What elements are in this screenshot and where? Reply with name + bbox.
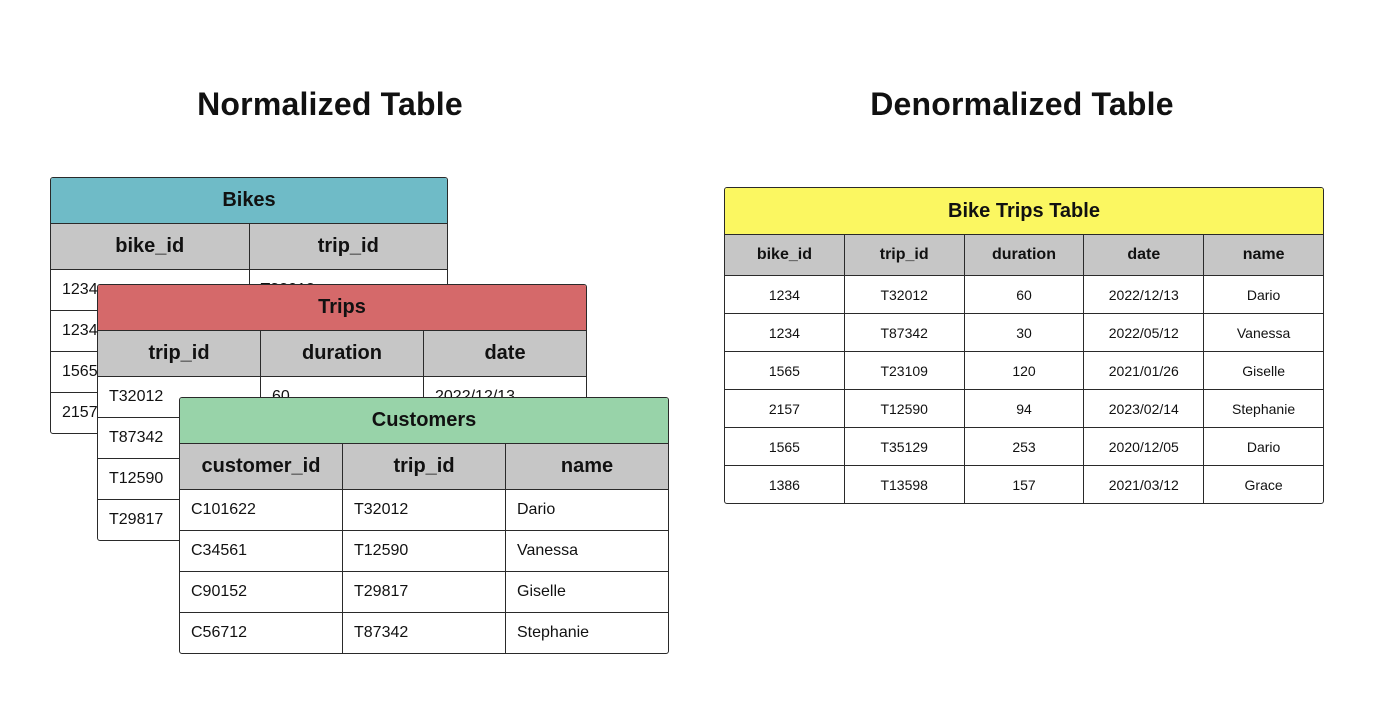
table-row: C34561 T12590 Vanessa — [180, 531, 668, 572]
table-cell: Dario — [517, 501, 556, 518]
table-cell: 2023/02/14 — [1084, 390, 1205, 427]
bikes-column-header-row: bike_id trip_id — [51, 224, 447, 270]
column-header: date — [1084, 235, 1205, 275]
table-cell: 1565 — [725, 428, 845, 465]
table-cell: 60 — [965, 276, 1085, 313]
table-cell: 30 — [965, 314, 1085, 351]
column-header: trip_id — [98, 331, 261, 376]
table-cell: 2157 — [725, 390, 845, 427]
table-cell: 94 — [965, 390, 1085, 427]
table-row: 1234 T32012 60 2022/12/13 Dario — [725, 276, 1323, 314]
column-header: duration — [261, 331, 424, 376]
denormalized-table-title: Denormalized Table — [870, 86, 1174, 122]
table-cell: Dario — [1246, 286, 1281, 303]
table-cell: 2021/03/12 — [1084, 466, 1205, 503]
table-cell: T12590 — [343, 531, 506, 571]
table-cell: T87342 — [343, 613, 506, 653]
column-header: name — [1204, 235, 1323, 275]
table-cell: T12590 — [845, 390, 965, 427]
table-cell: 2021/01/26 — [1084, 352, 1205, 389]
table-cell: Stephanie — [1232, 400, 1296, 417]
table-cell: 1234 — [725, 276, 845, 313]
table-row: 2157 T12590 94 2023/02/14 Stephanie — [725, 390, 1323, 428]
table-cell: C34561 — [180, 531, 343, 571]
table-row: C56712 T87342 Stephanie — [180, 613, 668, 653]
bike-trips-column-header-row: bike_id trip_id duration date name — [725, 235, 1323, 276]
table-cell: T32012 — [343, 490, 506, 530]
trips-table-header: Trips — [98, 285, 586, 331]
table-cell: 2020/12/05 — [1084, 428, 1205, 465]
table-cell: Dario — [1246, 438, 1281, 455]
table-row: 1234 T87342 30 2022/05/12 Vanessa — [725, 314, 1323, 352]
table-cell: C56712 — [180, 613, 343, 653]
column-header: bike_id — [725, 235, 845, 275]
table-cell: 2022/05/12 — [1084, 314, 1205, 351]
table-cell: 253 — [965, 428, 1085, 465]
table-row: C101622 T32012 Dario — [180, 490, 668, 531]
table-cell: Giselle — [1242, 362, 1285, 379]
bike-trips-table-header: Bike Trips Table — [725, 188, 1323, 235]
table-cell: Stephanie — [517, 624, 590, 641]
table-cell: T35129 — [845, 428, 965, 465]
table-row: 1565 T23109 120 2021/01/26 Giselle — [725, 352, 1323, 390]
table-cell: 2022/12/13 — [1084, 276, 1205, 313]
table-row: 1386 T13598 157 2021/03/12 Grace — [725, 466, 1323, 503]
table-cell: Grace — [1244, 476, 1283, 493]
table-cell: 120 — [965, 352, 1085, 389]
column-header: name — [506, 444, 668, 489]
table-cell: T29817 — [343, 572, 506, 612]
column-header: trip_id — [844, 235, 965, 275]
table-cell: 1386 — [725, 466, 845, 503]
customers-table-header: Customers — [180, 398, 668, 444]
column-header: duration — [964, 235, 1085, 275]
bikes-table-header: Bikes — [51, 178, 447, 224]
table-cell: T23109 — [845, 352, 965, 389]
table-row: C90152 T29817 Giselle — [180, 572, 668, 613]
column-header: date — [424, 331, 586, 376]
table-cell: 1565 — [725, 352, 845, 389]
table-cell: T13598 — [845, 466, 965, 503]
table-cell: Giselle — [517, 583, 566, 600]
table-cell: 1234 — [725, 314, 845, 351]
column-header: bike_id — [51, 224, 250, 269]
table-cell: 157 — [965, 466, 1085, 503]
trips-column-header-row: trip_id duration date — [98, 331, 586, 377]
normalized-table-title: Normalized Table — [197, 86, 463, 122]
table-cell: T87342 — [845, 314, 965, 351]
bike-trips-table: Bike Trips Table bike_id trip_id duratio… — [724, 187, 1324, 504]
table-cell: C101622 — [180, 490, 343, 530]
table-cell: T32012 — [845, 276, 965, 313]
column-header: customer_id — [180, 444, 343, 489]
customers-table: Customers customer_id trip_id name C1016… — [179, 397, 669, 654]
table-cell: Vanessa — [1236, 324, 1291, 341]
table-cell: C90152 — [180, 572, 343, 612]
customers-column-header-row: customer_id trip_id name — [180, 444, 668, 490]
column-header: trip_id — [343, 444, 506, 489]
table-row: 1565 T35129 253 2020/12/05 Dario — [725, 428, 1323, 466]
column-header: trip_id — [249, 224, 447, 269]
table-cell: Vanessa — [517, 542, 579, 559]
